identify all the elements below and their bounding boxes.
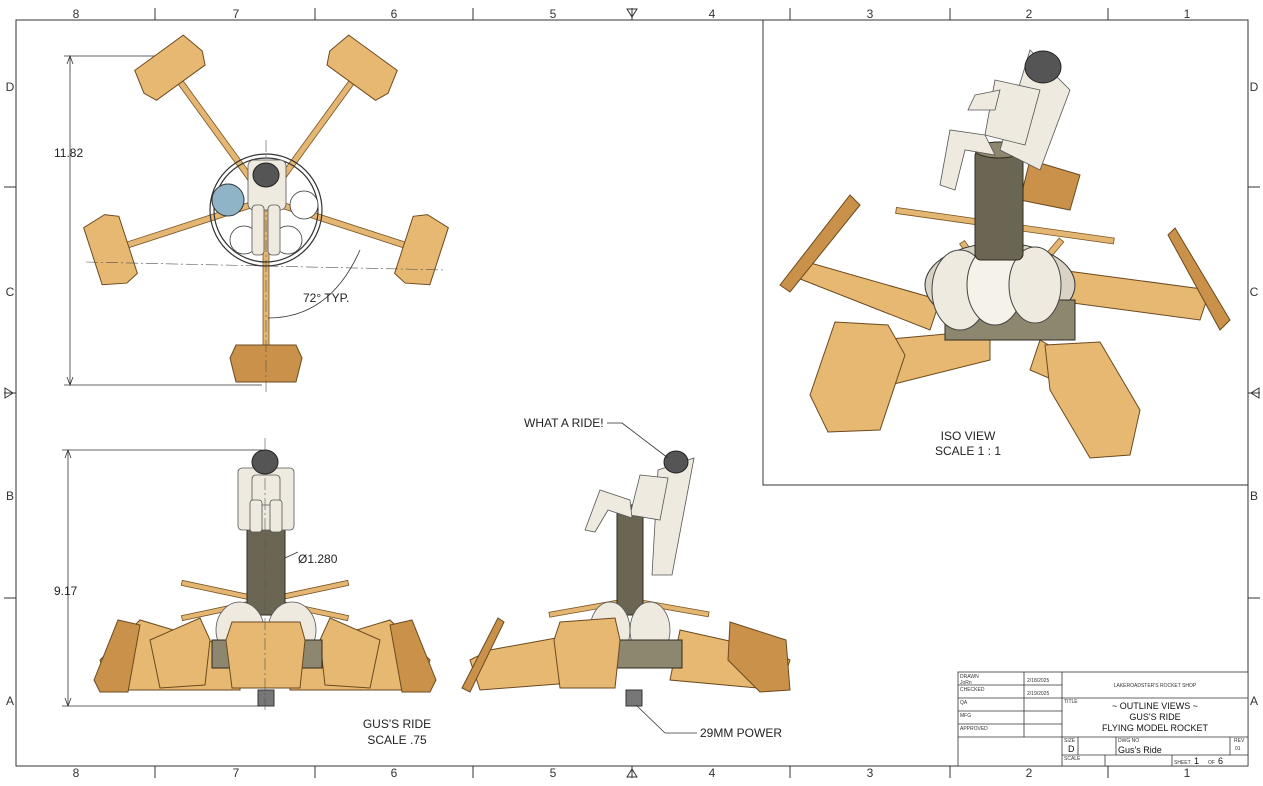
column-label: 6 [391,766,398,780]
title-block [957,671,1249,767]
row-label: A [6,694,14,708]
column-label: 6 [391,7,398,21]
what-a-ride-label: WHAT A RIDE! [524,416,604,430]
tb-drawn-by: JoRn [960,680,972,686]
tb-title-line2: GUS'S RIDE [1129,712,1180,722]
angle-label: 72° TYP. [303,291,349,305]
tb-sheet-label: SHEET [1174,760,1191,766]
tb-dwg-no: Gus's Ride [1118,745,1162,755]
iso-view-scale: SCALE 1 : 1 [935,444,1001,458]
tb-company: LAKEROADSTER'S ROCKET SHOP [1114,683,1197,689]
column-label: 8 [73,766,80,780]
column-label: 5 [550,7,557,21]
main-view-name: GUS'S RIDE [363,717,431,731]
top-view: 11.82 72° TYP. [54,34,449,395]
row-label: A [1250,694,1258,708]
tb-mfg-label: MFG [960,713,971,719]
tb-sheet-total: 6 [1218,756,1223,766]
column-label: 2 [1026,766,1033,780]
diameter-label: Ø1.280 [298,552,338,566]
tb-rev: 01 [1235,746,1241,752]
column-label: 2 [1026,7,1033,21]
column-label: 5 [550,766,557,780]
height-dimension-top: 11.82 [54,146,83,160]
row-label: C [6,285,15,299]
main-view-scale: SCALE .75 [367,733,427,747]
tb-sheet-num: 1 [1194,756,1199,766]
column-label: 3 [867,766,874,780]
tb-qa-label: QA [960,700,968,706]
column-label: 4 [709,7,716,21]
column-label: 1 [1184,7,1191,21]
tb-title-line3: FLYING MODEL ROCKET [1102,723,1209,733]
tb-of-label: OF [1208,760,1215,766]
row-label: B [6,489,14,503]
row-label: D [6,80,15,94]
tb-checked-date: 2/19/2025 [1027,691,1049,697]
tb-title-label: TITLE [1064,699,1078,705]
motor-label: 29MM POWER [700,726,782,740]
tb-size-label: SIZE [1064,738,1076,744]
row-label: B [1250,489,1258,503]
row-label: D [1250,80,1259,94]
tb-approved-label: APPROVED [960,726,988,732]
height-dimension-front: 9.17 [54,584,78,598]
tb-checked-label: CHECKED [960,687,985,693]
column-label: 7 [233,7,240,21]
tb-scale-label: SCALE [1064,756,1081,762]
iso-view-frame [762,19,1249,486]
side-view: WHAT A RIDE! 29MM POWER [461,416,791,740]
column-ticks [4,8,1260,778]
center-marks [4,8,1260,778]
column-label: 1 [1184,766,1191,780]
tb-drawn-label: DRAWN [960,674,979,680]
column-label: 3 [867,7,874,21]
column-label: 4 [709,766,716,780]
column-label: 7 [233,766,240,780]
front-view: 9.17 Ø1.280 [54,438,437,712]
tb-rev-label: REV [1234,738,1245,744]
iso-view [779,49,1231,459]
tb-dwg-label: DWG NO [1118,738,1139,744]
tb-title-line1: ~ OUTLINE VIEWS ~ [1112,701,1198,711]
tb-drawn-date: 2/18/2025 [1027,678,1049,684]
column-label: 8 [73,7,80,21]
iso-view-name: ISO VIEW [941,429,996,443]
row-label: C [1250,285,1259,299]
tb-size: D [1068,744,1075,754]
